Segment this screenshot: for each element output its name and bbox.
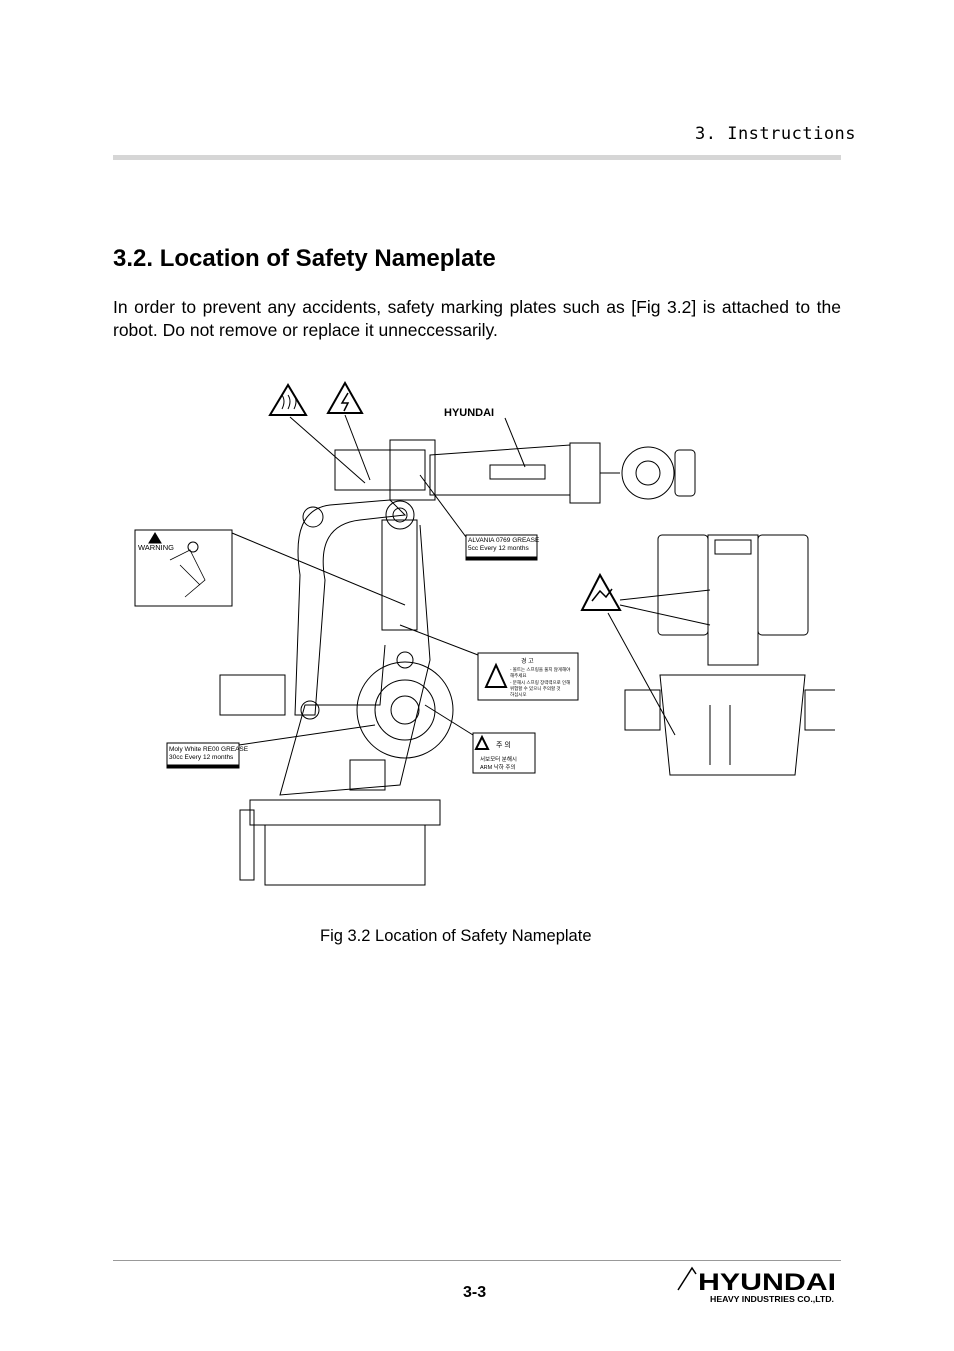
svg-text:해주세요: 해주세요: [510, 672, 527, 679]
footer-rule: [113, 1260, 841, 1261]
section-title: 3.2. Location of Safety Nameplate: [113, 245, 496, 272]
warning-label: WARNING: [138, 543, 174, 552]
logo-subtitle: HEAVY INDUSTRIES CO.,LTD.: [710, 1294, 834, 1304]
running-header: 3. Instructions: [695, 124, 857, 144]
logo-wordmark: HYUNDAI: [698, 1269, 836, 1296]
figure-caption: Fig 3.2 Location of Safety Nameplate: [320, 927, 592, 945]
svg-text:경 고: 경 고: [521, 658, 534, 665]
page-number: 3-3: [463, 1284, 487, 1301]
electric-hazard-icon: [326, 380, 364, 414]
svg-text:ALVANIA 0769 GREASE: ALVANIA 0769 GREASE: [468, 537, 540, 544]
intro-paragraph: In order to prevent any accidents, safet…: [113, 297, 841, 340]
svg-text:5cc Every 12 months: 5cc Every 12 months: [468, 545, 529, 552]
svg-text:ARM 낙하 주의: ARM 낙하 주의: [480, 763, 516, 771]
svg-text:30cc Every 12 months: 30cc Every 12 months: [169, 754, 234, 761]
svg-text:위험할 수 있으니 주의할 것: 위험할 수 있으니 주의할 것: [510, 685, 561, 692]
svg-text:- 볼트는 스프링을 풀지 않게해야: - 볼트는 스프링을 풀지 않게해야: [510, 666, 570, 673]
svg-text:Moly White RE00 GREASE: Moly White RE00 GREASE: [169, 746, 249, 753]
svg-text:- 분해시 스프링 장력력으로 인해: - 분해시 스프링 장력력으로 인해: [510, 679, 570, 686]
header-rule: [113, 155, 841, 160]
robot-safety-figure: HYUNDAI ALVANIA 0769 GREASE 5cc Every 12…: [134, 380, 835, 886]
svg-text:하십시오: 하십시오: [510, 691, 527, 698]
hot-surface-icon: [268, 383, 308, 416]
hyundai-logo: HYUNDAI HEAVY INDUSTRIES CO.,LTD.: [677, 1266, 836, 1304]
pinch-hazard-icon: [580, 572, 622, 611]
svg-text:주 의: 주 의: [496, 740, 511, 749]
hyundai-label: HYUNDAI: [444, 407, 494, 419]
svg-text:서보모터 분해시: 서보모터 분해시: [480, 755, 517, 763]
